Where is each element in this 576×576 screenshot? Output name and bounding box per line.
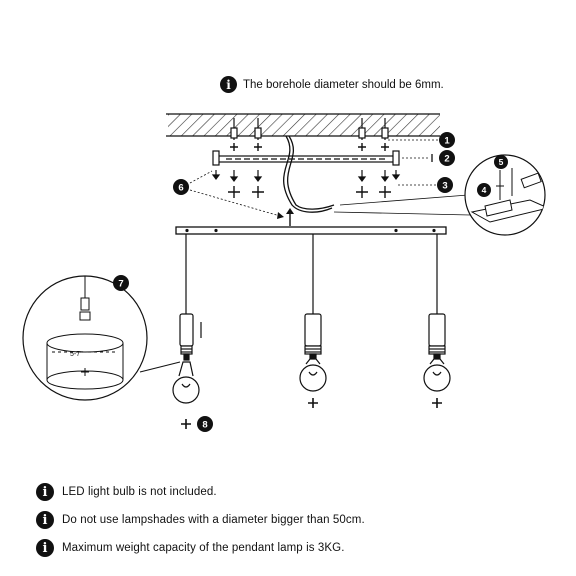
detail-dimension-label: 5-7" (70, 351, 83, 358)
borehole-note-text: The borehole diameter should be 6mm. (243, 78, 444, 91)
bulb-markers (181, 398, 442, 429)
callout-6: 6 (173, 179, 189, 195)
lampshade-detail: 5-7" (22, 275, 148, 401)
svg-text:2: 2 (444, 154, 449, 165)
pendant-left (172, 313, 202, 404)
note-lampshade: i Do not use lampshades with a diameter … (36, 510, 365, 530)
note-weight-text: Maximum weight capacity of the pendant l… (62, 542, 345, 554)
callout-2: 2 (431, 150, 455, 166)
info-icon: i (220, 76, 237, 93)
callout-4: 4 (477, 183, 491, 197)
pendant-right (423, 313, 451, 392)
callout-5: 5 (494, 155, 508, 169)
info-icon: i (36, 483, 54, 501)
mounting-bracket (212, 150, 400, 166)
leader-arrowhead (277, 212, 284, 219)
pendant-cords (185, 234, 438, 314)
svg-text:3: 3 (442, 181, 447, 192)
svg-text:7: 7 (118, 279, 123, 290)
borehole-note: i The borehole diameter should be 6mm. (220, 76, 444, 93)
note-weight: i Maximum weight capacity of the pendant… (36, 538, 345, 558)
detail-leader (139, 361, 181, 373)
svg-text:8: 8 (202, 420, 207, 431)
down-arrows (211, 170, 401, 182)
bracket-zoom-detail (464, 154, 546, 236)
pendant-middle (299, 313, 327, 392)
up-arrow (286, 208, 294, 226)
info-icon: i (36, 511, 54, 529)
callout-3: 3 (437, 177, 453, 193)
callout-1: 1 (439, 132, 455, 148)
note-bulb: i LED light bulb is not included. (36, 482, 217, 502)
callout-7: 7 (113, 275, 129, 291)
leader-lines (189, 139, 471, 217)
svg-text:6: 6 (178, 183, 183, 194)
note-lampshade-text: Do not use lampshades with a diameter bi… (62, 514, 365, 526)
svg-text:4: 4 (482, 185, 487, 195)
svg-text:1: 1 (444, 136, 450, 147)
info-icon: i (36, 539, 54, 557)
supply-wire (283, 135, 335, 213)
ceiling-screws (230, 118, 389, 140)
svg-text:5: 5 (499, 157, 504, 167)
screw-markers (228, 143, 391, 198)
canopy-bar (175, 226, 447, 235)
note-bulb-text: LED light bulb is not included. (62, 486, 217, 498)
callout-8: 8 (197, 416, 213, 432)
ceiling (166, 113, 440, 137)
